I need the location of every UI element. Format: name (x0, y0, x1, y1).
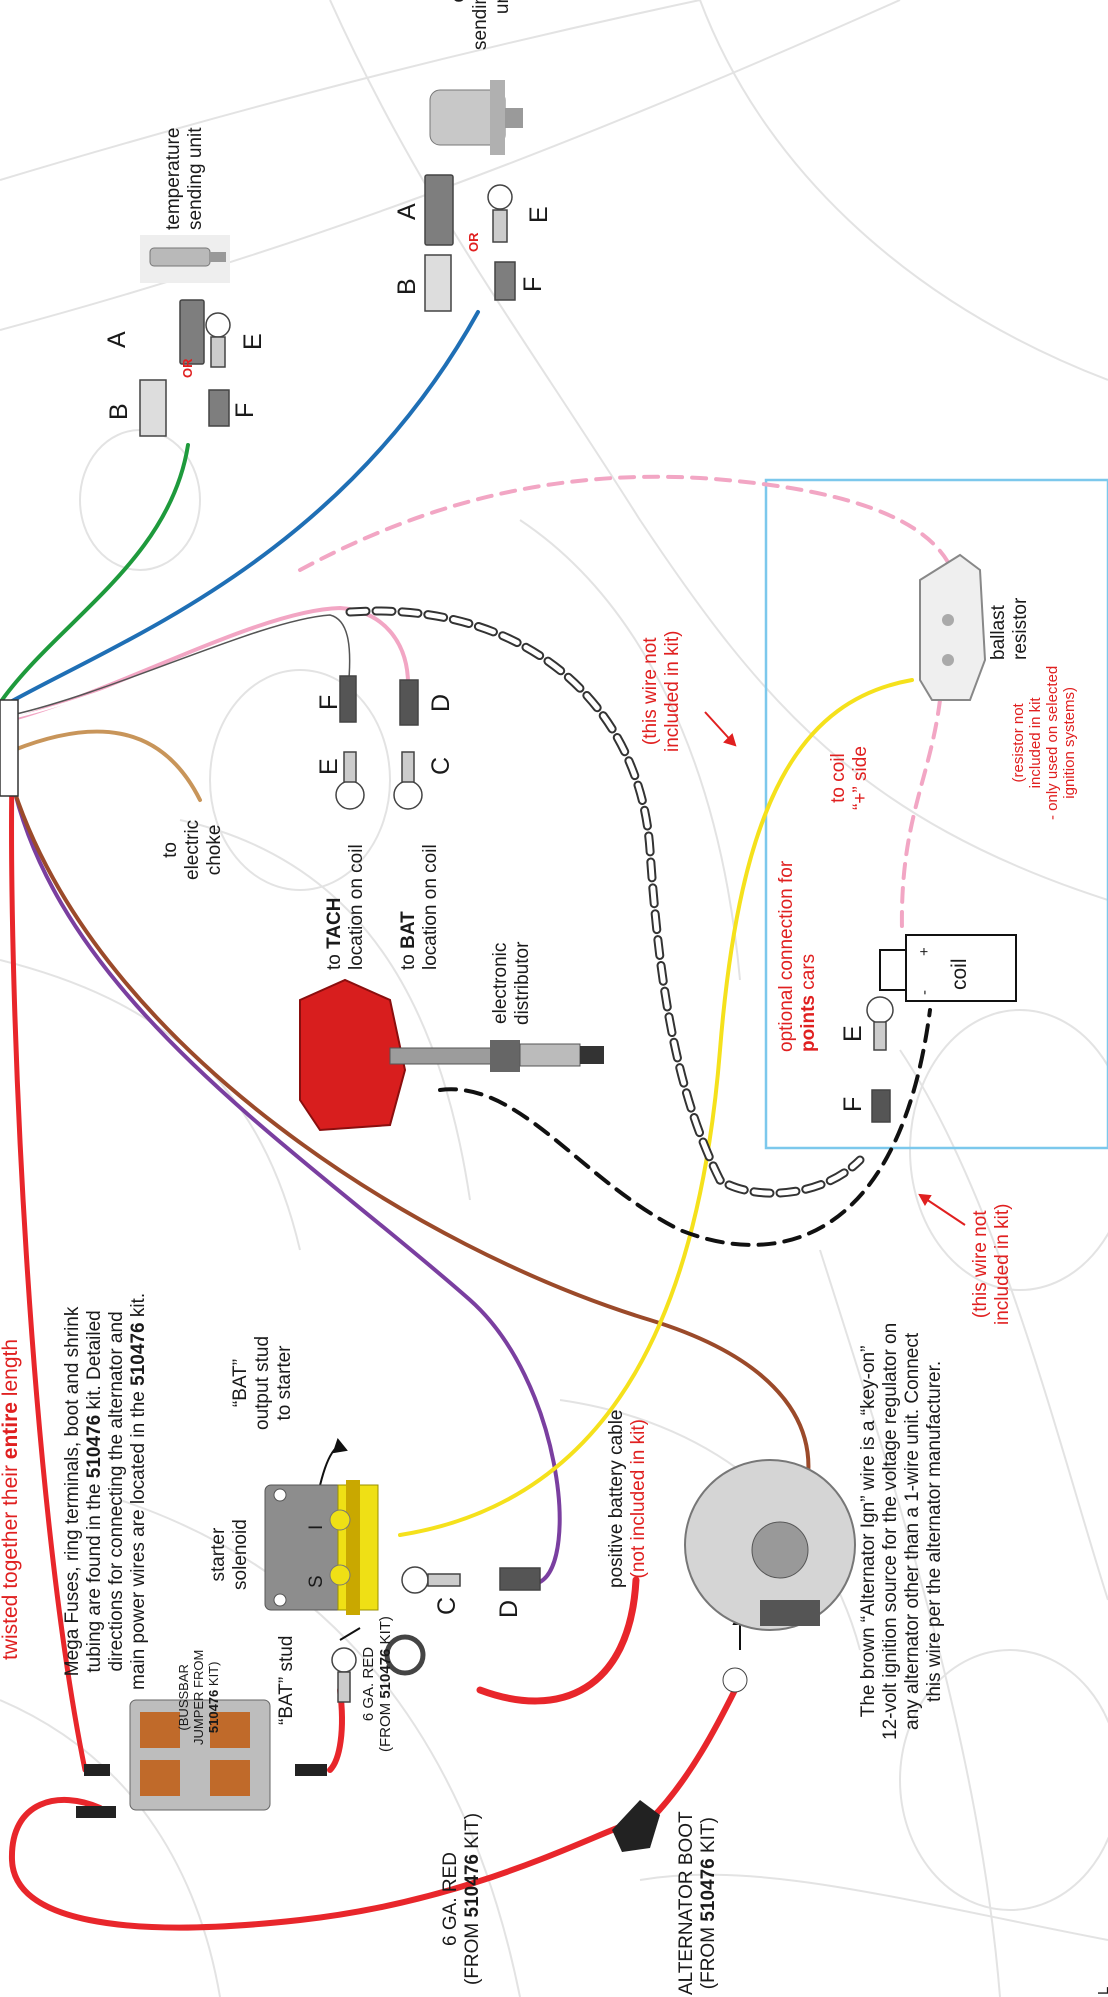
yellow-wire (398, 678, 914, 1537)
alternator-boot (612, 1800, 660, 1852)
or-label-2: OR (466, 232, 481, 253)
white-wire (11, 614, 351, 716)
starter-solenoid (264, 1480, 379, 1615)
bat-coil-label: to BAT location on coil (398, 844, 441, 970)
brown-wire-note: The brown “Alternator Ign” wire is a “ke… (858, 1322, 945, 1740)
coil-label: coil (948, 958, 971, 990)
ballast-resistor (919, 553, 987, 701)
page-mark: L (1095, 1987, 1108, 1995)
red-wire-fuse (9, 767, 88, 1773)
brown-wire (12, 788, 811, 1512)
red-6ga-label-b: 6 GA. RED (FROM 510476 KIT) (440, 1812, 483, 1985)
tach-e-label: E (315, 758, 343, 775)
terminal-label-f1: F (231, 402, 259, 418)
mega-fuses-note: Mega Fuses, ring terminals, boot and shr… (62, 1292, 149, 1690)
terminal-set-temp (139, 299, 231, 437)
coil-minus-label: - (916, 990, 933, 995)
purple-wire (10, 778, 562, 1584)
distributor (299, 978, 604, 1132)
alternator-boot-label: ALTERNATOR BOOT (FROM 510476 KIT) (676, 1811, 719, 1995)
red-6ga-wire-b (8, 1796, 643, 1931)
alternator (684, 1459, 856, 1693)
red-battery-cable (476, 1576, 640, 1705)
tan-wire (12, 729, 202, 802)
red-6ga-label-a: 6 GA. RED (FROM 510476 KIT) (360, 1616, 394, 1752)
oil-sending-unit-label: oilsendingunit (448, 0, 513, 50)
tach-label: to TACH location on coil (324, 844, 367, 970)
solenoid-c-label: C (433, 1596, 461, 1615)
green-wire (0, 443, 190, 702)
coil-plus-label: + (916, 947, 933, 956)
oil-sending-unit (429, 80, 523, 155)
harness-connector (0, 699, 19, 797)
points-e-label: E (839, 1025, 867, 1042)
optional-points-label: optional connection for points cars (776, 860, 819, 1052)
to-coil-plus-label: to coil“+” side (828, 746, 871, 810)
blue-wire (3, 310, 480, 707)
bat-c-label: C (427, 756, 455, 775)
outlined-dashed-wire-inner (347, 608, 863, 1196)
tach-bat-connectors (335, 675, 423, 810)
solenoid-terminals (331, 1566, 541, 1703)
solenoid-i-label: I (306, 1524, 327, 1530)
terminal-label-f2: F (519, 276, 547, 292)
terminal-label-e2: E (525, 206, 553, 223)
terminal-label-b2: B (393, 278, 421, 295)
solenoid-d-label: D (495, 1599, 523, 1618)
ignition-coil (879, 934, 1017, 1002)
terminal-label-a1: A (103, 331, 131, 348)
arrow-bat-stud (339, 1627, 361, 1641)
terminal-label-a2: A (393, 203, 421, 220)
points-f-label: F (839, 1096, 867, 1112)
temperature-sending-unit (140, 235, 230, 283)
white-wire-inner (11, 618, 331, 719)
tach-f-label: F (315, 694, 343, 710)
solenoid-s-label: S (306, 1575, 327, 1588)
terminal-label-e1: E (239, 333, 267, 350)
twisted-note: twisted together their entire length (0, 1338, 22, 1660)
bat-stud-label: “BAT” stud (276, 1635, 297, 1725)
pink-ballast-coil-dashed (899, 698, 942, 932)
red-alt-wire (647, 1687, 738, 1823)
terminal-set-oil (424, 174, 516, 312)
terminal-label-b1: B (105, 403, 133, 420)
black-dashed-wire (438, 1008, 932, 1247)
positive-battery-cable-label: positive battery cable (not included in … (606, 1409, 649, 1589)
pink-dashed-wire (298, 474, 954, 572)
mega-fuse-block (76, 1699, 327, 1818)
points-connectors (866, 996, 894, 1123)
or-label-1: OR (180, 358, 195, 379)
bat-d-label: D (427, 693, 455, 712)
